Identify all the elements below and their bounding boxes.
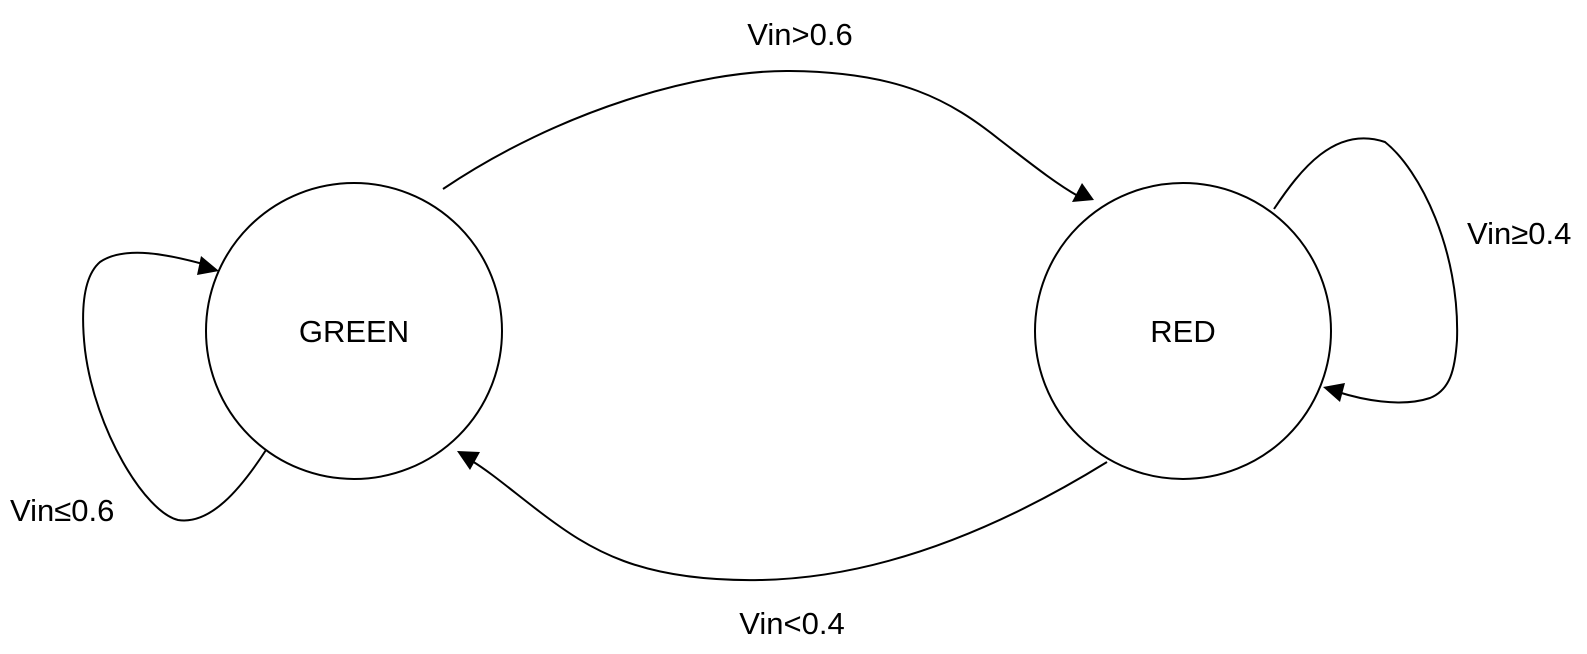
transition-red-self-loop: Vin≥0.4 <box>1273 137 1571 404</box>
transition-green-to-red-label: Vin>0.6 <box>747 17 852 52</box>
transition-red-self-loop-label: Vin≥0.4 <box>1467 216 1571 251</box>
transition-green-to-red-arc <box>442 69 1079 197</box>
state-red: RED <box>1034 182 1332 480</box>
transition-red-self-loop-arrowhead <box>1323 383 1345 402</box>
transition-red-to-green-label: Vin<0.4 <box>739 606 844 641</box>
state-red-label: RED <box>1150 314 1215 349</box>
transition-green-to-red-arrowhead <box>1072 183 1094 202</box>
transition-red-to-green: Vin<0.4 <box>457 451 1108 641</box>
state-green: GREEN <box>205 182 503 480</box>
transition-green-self-loop-label: Vin≤0.6 <box>10 493 114 528</box>
state-green-circle <box>205 182 503 480</box>
state-green-label: GREEN <box>299 314 409 349</box>
transition-green-self-loop-arrowhead <box>197 256 219 275</box>
transition-red-to-green-arrowhead <box>457 451 480 470</box>
transition-green-self-loop: Vin≤0.6 <box>10 251 267 528</box>
transition-red-self-loop-arc <box>1273 137 1459 404</box>
transition-green-self-loop-arc <box>82 251 267 522</box>
transition-red-to-green-arc <box>471 460 1108 582</box>
transition-green-to-red: Vin>0.6 <box>442 17 1094 202</box>
state-red-circle <box>1034 182 1332 480</box>
